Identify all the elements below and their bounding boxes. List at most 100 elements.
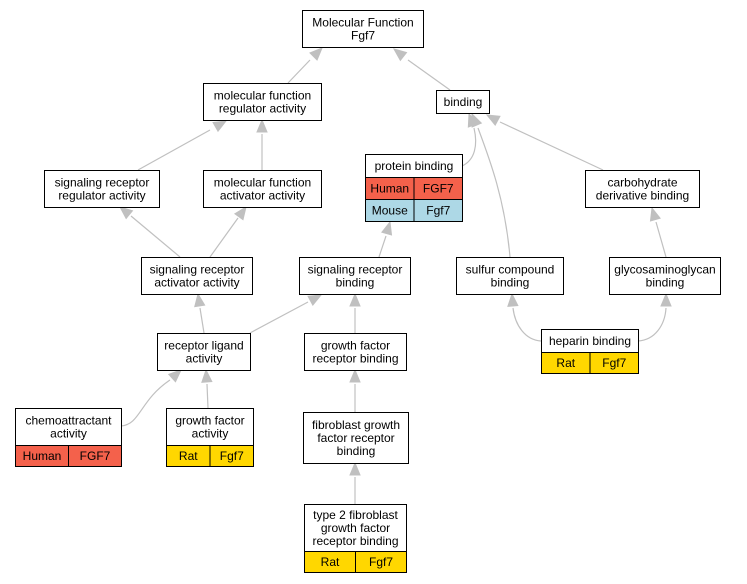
edge-line [477, 127, 511, 258]
node-label-line: activity [192, 427, 229, 441]
node-label-line: type 2 fibroblast [313, 508, 398, 522]
node-label-line: receptor ligand [164, 339, 243, 353]
node-label-line: regulator activity [219, 102, 306, 116]
edge-carb_binding-to-binding [485, 114, 604, 171]
node-box [203, 170, 322, 208]
node-label-line: derivative binding [596, 189, 689, 203]
annotation-row-mouse: Mouse Fgf7 [365, 199, 463, 222]
arrow-head-icon [233, 205, 247, 221]
edge-heparin_binding-to-sulfur_binding [507, 292, 542, 342]
node-label-line: binding [491, 276, 530, 290]
arrow-head-icon [381, 220, 393, 236]
arrow-head-icon [309, 47, 323, 61]
species-label: Mouse [372, 204, 408, 218]
edge-type2_fgf_receptor_binding-to-fgf_receptor_binding [349, 461, 361, 504]
node-label-line: receptor binding [312, 534, 398, 548]
arrow-head-icon [256, 118, 268, 133]
node-box [203, 83, 322, 121]
node-box [44, 170, 160, 208]
edge-line [249, 301, 309, 334]
node-label-line: signaling receptor [308, 263, 403, 277]
node-box [456, 257, 564, 295]
arrow-head-icon [649, 206, 661, 222]
species-label: Human [23, 449, 62, 463]
arrow-head-icon [118, 206, 134, 220]
edge-sig_act-to-sig_reg [118, 206, 181, 258]
node-label-line: glycosaminoglycan [614, 263, 715, 277]
node-label-line: molecular function [214, 176, 311, 190]
arrow-head-icon [201, 368, 213, 383]
edge-line [407, 59, 451, 91]
node-label-line: sulfur compound [466, 263, 555, 277]
edge-chemoattractant-to-receptor_ligand [120, 369, 182, 427]
gene-cell [355, 551, 407, 573]
node-label-line: molecular function [214, 89, 311, 103]
edge-line [206, 383, 209, 409]
node-label-line: Fgf7 [351, 29, 375, 43]
edge-receptor_ligand-to-sig_binding [249, 294, 323, 334]
gene-label: FGF7 [80, 449, 111, 463]
edge-line [120, 379, 171, 427]
node-binding[interactable]: binding [436, 90, 490, 114]
arrow-head-icon [307, 294, 323, 306]
edge-line [209, 217, 239, 258]
arrow-head-icon [194, 292, 206, 308]
edge-heparin_binding-to-gag_binding [637, 292, 672, 342]
edge-gag_binding-to-carb_binding [649, 206, 667, 258]
edge-mf_regulator-to-root [287, 47, 323, 84]
species-label: Rat [556, 356, 575, 370]
gene-label: Fgf7 [220, 449, 244, 463]
edge-sig_reg-to-mf_regulator [137, 120, 228, 171]
node-label-line: factor receptor [317, 431, 394, 445]
node-box [302, 10, 424, 48]
node-box [299, 257, 411, 295]
edge-line [378, 235, 387, 258]
edge-sig_act-to-mf_activator [209, 205, 247, 258]
arrow-head-icon [349, 368, 361, 383]
edge-mf_activator-to-mf_regulator [256, 118, 268, 170]
node-box [585, 170, 700, 208]
node-label-line: binding [336, 276, 375, 290]
node-label-line: binding [444, 95, 483, 109]
edge-receptor_ligand-to-sig_act [194, 292, 206, 334]
gene-label: Fgf7 [426, 204, 450, 218]
edge-line [655, 221, 667, 258]
node-label-line: activator activity [154, 276, 239, 290]
node-label-line: growth factor [321, 339, 390, 353]
arrow-head-icon [507, 292, 519, 307]
annotation-row-human: Human FGF7 [15, 445, 122, 467]
edge-line [130, 215, 181, 258]
node-box [157, 333, 251, 371]
edge-fgf_receptor_binding-to-gf_receptor_binding [349, 368, 361, 412]
node-label-line: protein binding [375, 159, 454, 173]
node-label-line: growth factor [175, 414, 244, 428]
arrow-head-icon [660, 292, 672, 307]
edges-layer [118, 47, 672, 504]
arrow-head-icon [212, 120, 228, 133]
node-label-line: binding [646, 276, 685, 290]
gene-cell [209, 445, 254, 467]
node-label-line: activity [186, 352, 223, 366]
node-label-line: signaling receptor [55, 176, 150, 190]
edge-sulfur_binding-to-binding [471, 112, 511, 258]
